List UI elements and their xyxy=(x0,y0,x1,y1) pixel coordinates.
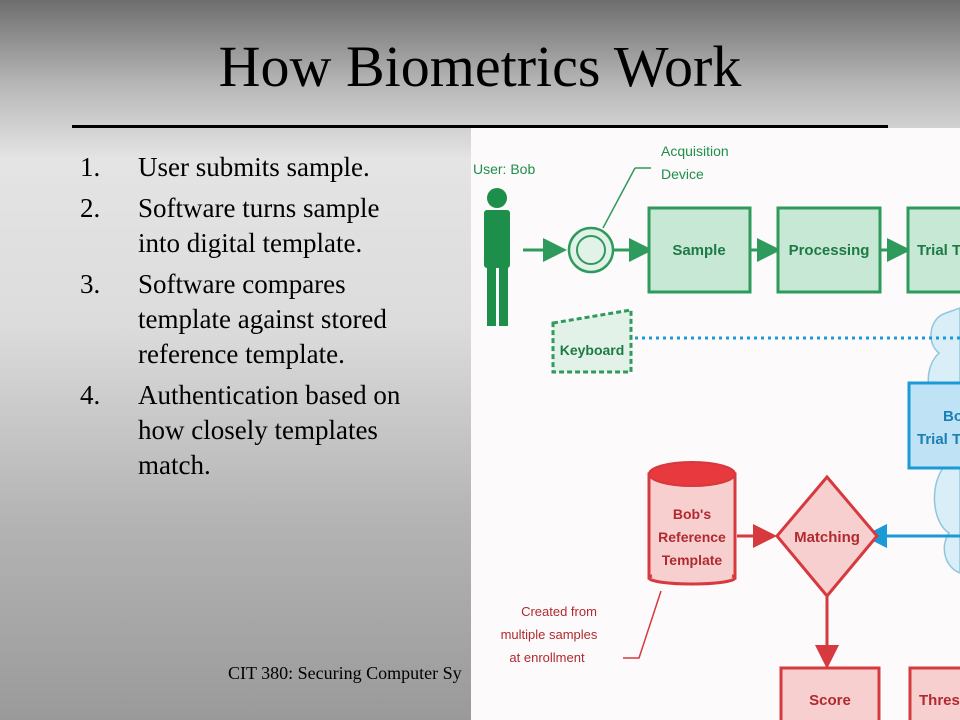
score-label: Score xyxy=(809,692,851,709)
step-text: Software compares template against store… xyxy=(138,267,465,372)
processing-label: Processing xyxy=(789,242,870,259)
slide-title: How Biometrics Work xyxy=(218,34,742,99)
trial-template-label: Trial Te xyxy=(917,242,960,259)
step-item: 4. Authentication based on how closely t… xyxy=(80,378,465,483)
step-text: Software turns sample into digital templ… xyxy=(138,191,465,261)
enrollment-note-line: multiple samples xyxy=(501,627,598,642)
reference-template-label-line: Bob's xyxy=(673,506,712,522)
step-number: 1. xyxy=(80,152,101,182)
processing-box xyxy=(776,206,882,294)
diagram-canvas: User: Bob Acquisition Device Sample Proc… xyxy=(473,143,960,720)
step-text: Authentication based on how closely temp… xyxy=(138,378,465,483)
keyboard-shape xyxy=(551,308,633,374)
reference-template-cylinder xyxy=(647,461,737,586)
keyboard-label: Keyboard xyxy=(560,342,625,358)
cloud-trial-template-box xyxy=(907,381,960,470)
step-line: template against stored xyxy=(138,304,387,334)
acquisition-device-label-line: Device xyxy=(661,166,704,182)
cloud-box-label-line: Bo xyxy=(943,408,960,425)
step-line: reference template. xyxy=(138,339,345,369)
user-figure-icon xyxy=(484,188,510,326)
step-line: Software compares xyxy=(138,269,346,299)
step-line: Software turns sample xyxy=(138,193,380,223)
user-label: User: Bob xyxy=(473,161,535,177)
threshold-box xyxy=(908,666,960,720)
steps-list: 1. User submits sample. 2. Software turn… xyxy=(80,150,465,489)
sample-box xyxy=(647,206,752,294)
reference-template-label-line: Template xyxy=(662,552,723,568)
step-number: 2. xyxy=(80,193,101,223)
step-number: 3. xyxy=(80,269,101,299)
matching-label: Matching xyxy=(794,529,860,546)
step-line: Authentication based on xyxy=(138,380,401,410)
reference-template-label-line: Reference xyxy=(658,529,726,545)
step-item: 3. Software compares template against st… xyxy=(80,267,465,372)
acquisition-device-label-line: Acquisition xyxy=(661,143,729,159)
matching-diamond xyxy=(775,474,879,599)
step-text: User submits sample. xyxy=(138,150,465,185)
step-item: 1. User submits sample. xyxy=(80,150,465,185)
slide-footer: CIT 380: Securing Computer Sy xyxy=(228,663,462,683)
step-line: how closely templates xyxy=(138,415,378,445)
acquisition-device-icon xyxy=(567,226,615,274)
threshold-label: Thres xyxy=(919,692,960,709)
step-number: 4. xyxy=(80,380,101,410)
enrollment-note-line: Created from xyxy=(521,604,597,619)
step-line: match. xyxy=(138,450,211,480)
step-line: into digital template. xyxy=(138,228,363,258)
step-item: 2. Software turns sample into digital te… xyxy=(80,191,465,261)
title-divider xyxy=(72,125,888,128)
enrollment-note-line: at enrollment xyxy=(509,650,585,665)
cloud-box-label-line: Trial Te xyxy=(917,431,960,448)
sample-label: Sample xyxy=(672,242,725,259)
score-box xyxy=(779,666,881,720)
trial-template-box xyxy=(906,206,960,294)
biometrics-diagram: User: Bob Acquisition Device Sample Proc… xyxy=(471,128,960,720)
step-line: User submits sample. xyxy=(138,152,370,182)
